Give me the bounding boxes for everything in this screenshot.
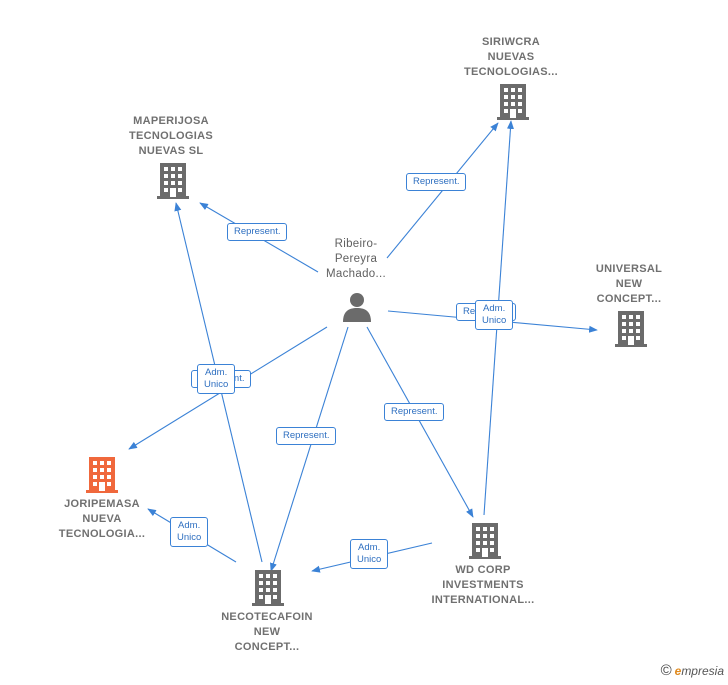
edges (128, 120, 598, 573)
node-label-universal[interactable]: UNIVERSAL NEW CONCEPT... (578, 262, 680, 307)
label-line: NEW (615, 278, 643, 290)
edge-label-line: Adm. (358, 542, 381, 553)
edge-label-line: Unico (177, 532, 202, 543)
building-icon (615, 311, 647, 347)
label-line: TECNOLOGIAS (129, 130, 213, 142)
label-line: NUEVAS (487, 51, 535, 63)
brand-name: mpresia (681, 664, 724, 678)
edge-label-adm-unico: Adm. Unico (197, 364, 236, 394)
building-icon-highlighted (86, 457, 118, 493)
edge-label-adm-unico: Adm. Unico (350, 539, 389, 569)
node-label-joripemasa[interactable]: JORIPEMASA NUEVA TECNOLOGIA... (46, 497, 158, 542)
node-label-necotecafoin[interactable]: NECOTECAFOIN NEW CONCEPT... (211, 610, 323, 655)
label-line: MAPERIJOSA (133, 115, 209, 127)
label-line: NEW (253, 626, 281, 638)
edge-label-line: Adm. (483, 303, 506, 314)
edge-person-to-wdcorp (366, 326, 474, 518)
edge-label-represent: Represent. (384, 403, 445, 421)
edge-label-represent: Represent. (276, 427, 337, 445)
label-line: Pereyra (334, 253, 378, 265)
label-line: Machado... (326, 268, 386, 280)
label-line: NECOTECAFOIN (221, 611, 313, 623)
edge-person-to-necotecafoin (270, 326, 349, 572)
label-line: INTERNATIONAL... (431, 594, 535, 606)
label-line: CONCEPT... (596, 293, 662, 305)
node-label-person[interactable]: Ribeiro- Pereyra Machado... (310, 237, 402, 282)
label-line: WD CORP (455, 564, 511, 576)
edge-label-line: Unico (482, 315, 507, 326)
edge-label-represent: Represent. (406, 173, 467, 191)
edge-label-adm-unico: Adm. Unico (170, 517, 209, 547)
brand-initial: e (674, 664, 682, 678)
label-line: UNIVERSAL (595, 263, 663, 275)
edge-label-line: Adm. (205, 367, 228, 378)
label-line: INVESTMENTS (442, 579, 524, 591)
label-line: CONCEPT... (234, 641, 300, 653)
building-icon (497, 84, 529, 120)
empresia-watermark[interactable]: ©empresia (661, 662, 724, 679)
node-label-wdcorp[interactable]: WD CORP INVESTMENTS INTERNATIONAL... (423, 563, 543, 608)
label-line: JORIPEMASA (64, 498, 140, 510)
label-line: TECNOLOGIAS... (463, 66, 559, 78)
edge-label-adm-unico: Adm. Unico (475, 300, 514, 330)
building-icon (157, 163, 189, 199)
node-label-siriwcra[interactable]: SIRIWCRA NUEVAS TECNOLOGIAS... (455, 35, 567, 80)
edge-label-represent: Represent. (227, 223, 288, 241)
label-line: SIRIWCRA (481, 36, 540, 48)
label-line: Ribeiro- (334, 238, 378, 250)
building-icon (252, 570, 284, 606)
building-icon (469, 523, 501, 559)
node-label-maperijosa[interactable]: MAPERIJOSA TECNOLOGIAS NUEVAS SL (115, 114, 227, 159)
edge-label-line: Unico (357, 554, 382, 565)
label-line: NUEVA (82, 513, 122, 525)
edge-label-line: Adm. (178, 520, 201, 531)
label-line: NUEVAS SL (138, 145, 204, 157)
label-line: TECNOLOGIA... (58, 528, 146, 540)
copyright-symbol: © (660, 662, 672, 679)
edge-label-line: Unico (204, 379, 229, 390)
person-icon (343, 293, 371, 322)
